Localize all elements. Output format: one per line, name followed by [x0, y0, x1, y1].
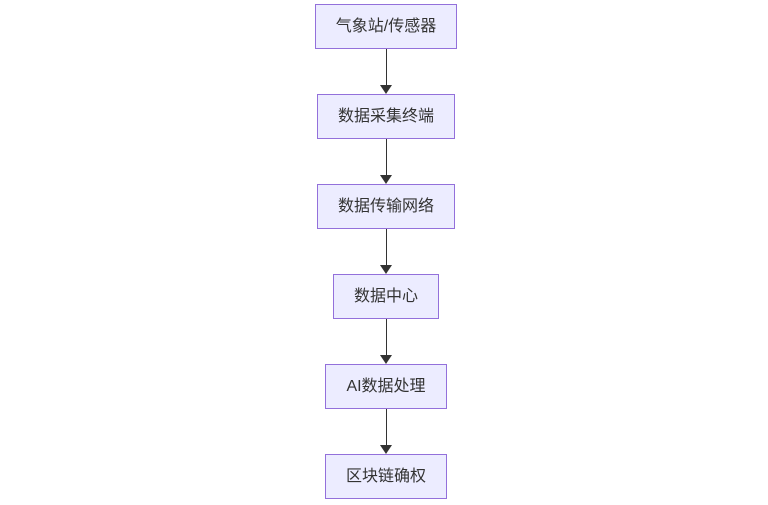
arrow-head-icon	[380, 175, 392, 184]
flow-node-label: 数据采集终端	[337, 107, 434, 125]
arrow-down-connector	[380, 409, 392, 454]
flow-node-label: AI数据处理	[346, 377, 426, 395]
flow-node-data-center: 数据中心	[332, 274, 439, 319]
arrow-shaft	[385, 139, 387, 175]
arrow-head-icon	[380, 445, 392, 454]
arrow-head-icon	[380, 355, 392, 364]
arrow-down-connector	[380, 319, 392, 364]
flow-node-label: 气象站/传感器	[335, 17, 437, 35]
flow-node-weather-station: 气象站/传感器	[314, 4, 458, 49]
arrow-shaft	[385, 49, 387, 85]
flow-node-label: 数据中心	[353, 287, 418, 305]
flow-node-label: 数据传输网络	[337, 197, 434, 215]
flow-node-data-transmission-network: 数据传输网络	[316, 184, 455, 229]
arrow-shaft	[385, 409, 387, 445]
arrow-head-icon	[380, 85, 392, 94]
arrow-shaft	[385, 319, 387, 355]
flow-node-label: 区块链确权	[345, 467, 426, 485]
flow-node-blockchain-confirmation: 区块链确权	[324, 454, 447, 499]
arrow-down-connector	[380, 229, 392, 274]
arrow-down-connector	[380, 49, 392, 94]
flow-node-data-collection-terminal: 数据采集终端	[316, 94, 455, 139]
arrow-head-icon	[380, 265, 392, 274]
arrow-down-connector	[380, 139, 392, 184]
flow-node-ai-data-processing: AI数据处理	[325, 364, 447, 409]
arrow-shaft	[385, 229, 387, 265]
